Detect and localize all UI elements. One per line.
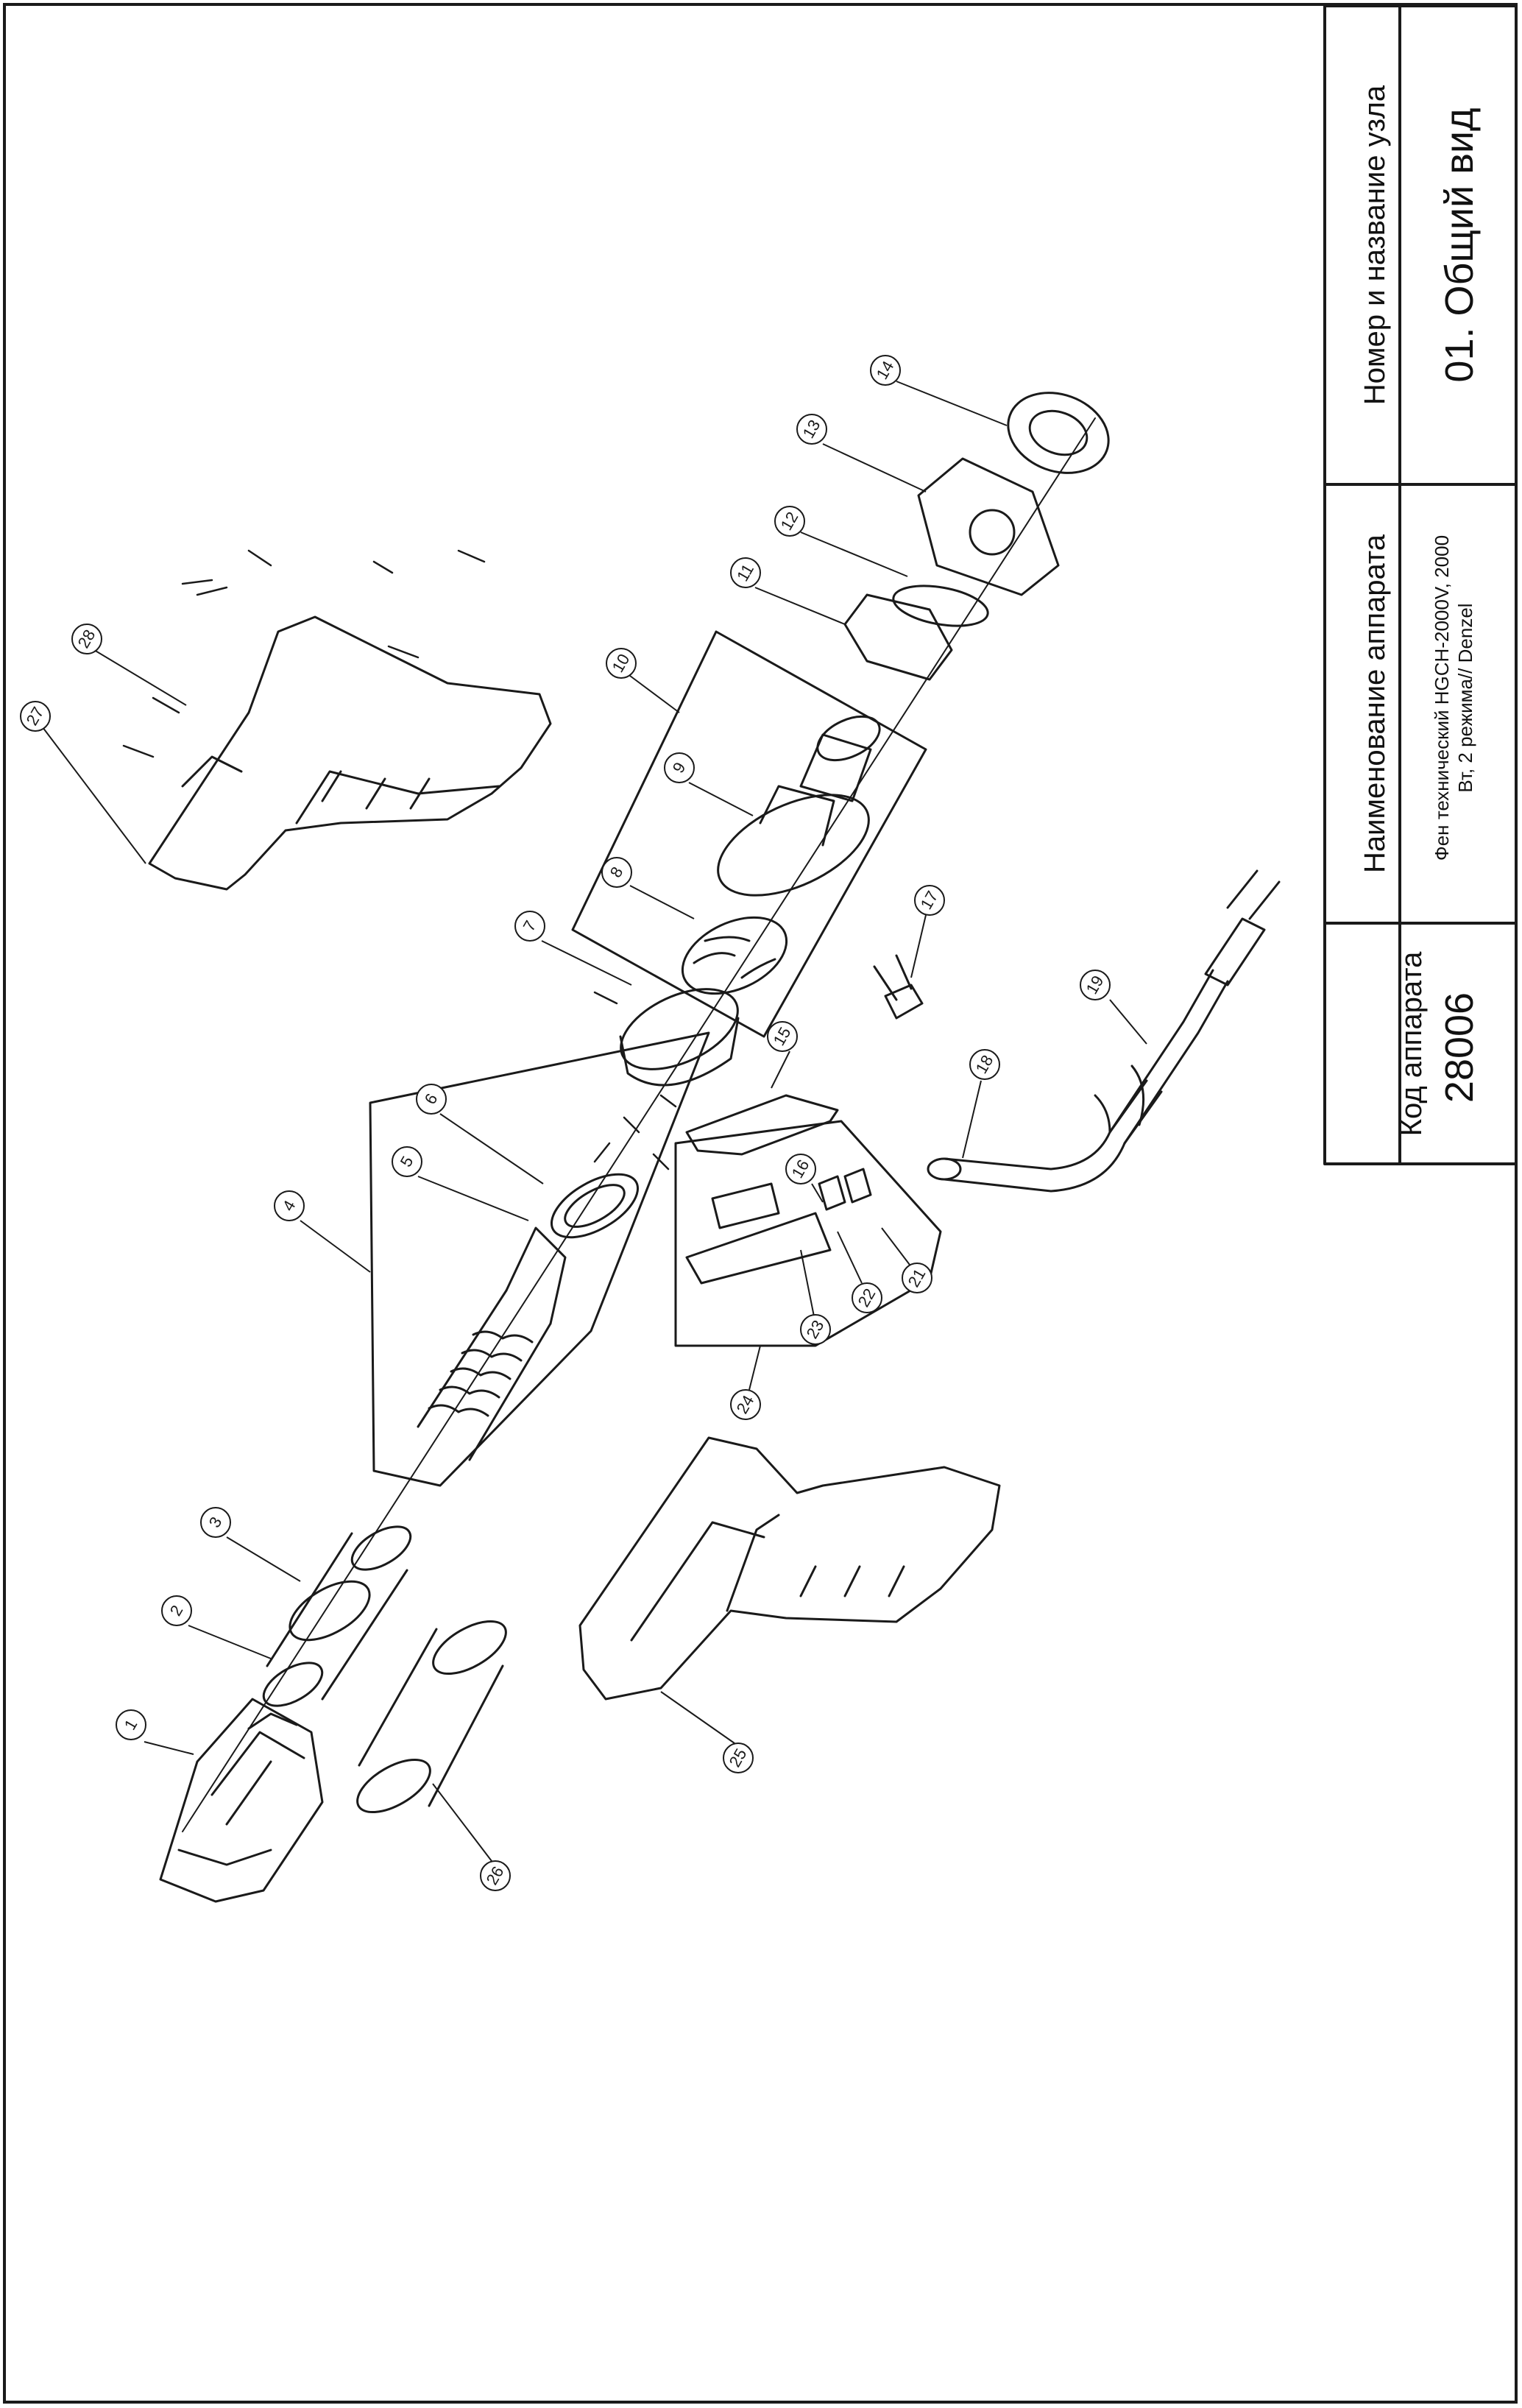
part-switch-block [843, 593, 953, 681]
part-rear-housing [917, 457, 1060, 596]
callout-13: 13 [796, 414, 827, 445]
header-device-code: Код аппарата [1395, 951, 1428, 1137]
callout-15: 15 [767, 1021, 798, 1052]
screws [122, 549, 677, 1171]
value-device-name: Фен технический HGCH-2000V, 2000 Вт, 2 р… [1430, 506, 1489, 889]
callout-circle [664, 752, 695, 783]
part-bracket [685, 1094, 839, 1156]
callout-28: 28 [71, 624, 102, 654]
part-power-cord [1094, 869, 1281, 1145]
callout-17: 17 [914, 885, 945, 916]
part-impeller [681, 916, 788, 995]
part-tube [262, 1525, 412, 1707]
title-block-frame [1323, 6, 1516, 1165]
callout-9: 9 [664, 752, 695, 783]
callout-3: 3 [200, 1507, 231, 1538]
callout-circle [416, 1084, 447, 1115]
part-housing-half-right [578, 1436, 1001, 1701]
callout-circle [785, 1154, 816, 1184]
value-device-name-line2: Вт, 2 режима// Denzel [1454, 603, 1476, 793]
callout-circle [730, 1389, 761, 1420]
callout-16: 16 [785, 1154, 816, 1184]
callout-12: 12 [774, 506, 805, 537]
callout-circle [200, 1507, 231, 1538]
callout-21: 21 [902, 1263, 932, 1293]
callout-circle [902, 1263, 932, 1293]
callout-circle [601, 857, 632, 888]
callout-circle [914, 885, 945, 916]
callout-circle [852, 1282, 882, 1313]
part-rear-grille [1007, 392, 1110, 474]
callout-bubbles: 1234567891011121314151617181921222324252… [20, 355, 1111, 1891]
heater-assembly-box [369, 1031, 710, 1487]
callout-18: 18 [969, 1049, 1000, 1080]
value-node-name: 01. Общий вид [1437, 107, 1482, 383]
header-device-name: Наименование аппарата [1359, 534, 1391, 873]
box-electronics-group [674, 1120, 942, 1347]
part-cable-sleeve [927, 1079, 1163, 1193]
part-shield-tube [356, 1620, 507, 1814]
callout-circle [480, 1860, 511, 1891]
callout-11: 11 [730, 557, 761, 588]
callout-circle [392, 1146, 422, 1177]
part-motor-bracket [717, 785, 870, 897]
callout-22: 22 [852, 1282, 882, 1313]
callout-circle [116, 1709, 146, 1740]
part-plate [892, 585, 989, 627]
box-motor-group [571, 630, 927, 1038]
callout-circle [20, 701, 51, 732]
callout-circle [870, 355, 901, 386]
callout-24: 24 [730, 1389, 761, 1420]
callout-circle [606, 648, 637, 679]
value-device-name-line1: Фен технический HGCH-2000V, 2000 [1431, 534, 1453, 861]
callout-circle [1080, 970, 1111, 1000]
callout-26: 26 [480, 1860, 511, 1891]
callout-circle [161, 1595, 192, 1626]
callout-circle [71, 624, 102, 654]
callout-circle [969, 1049, 1000, 1080]
callout-5: 5 [392, 1146, 422, 1177]
callout-circle [800, 1314, 831, 1345]
callout-25: 25 [723, 1743, 754, 1773]
part-housing-half-left [148, 615, 552, 891]
part-nozzle [159, 1698, 324, 1903]
value-device-code: 28006 [1437, 992, 1482, 1104]
callout-1: 1 [116, 1709, 146, 1740]
callout-4: 4 [274, 1190, 305, 1221]
part-motor [799, 715, 881, 802]
callout-circle [730, 557, 761, 588]
callout-23: 23 [800, 1314, 831, 1345]
callout-circle [774, 506, 805, 537]
callout-circle [514, 911, 545, 942]
callout-19: 19 [1080, 970, 1111, 1000]
part-fan-housing [619, 988, 740, 1087]
part-terminal [873, 954, 924, 1020]
header-node-name: Номер и название узла [1359, 85, 1391, 406]
leader-lines [42, 381, 1147, 1862]
callout-6: 6 [416, 1084, 447, 1115]
callout-circle [796, 414, 827, 445]
exploded-view-diagram: 1234567891011121314151617181921222324252… [20, 6, 1516, 1903]
callout-circle [767, 1021, 798, 1052]
part-heater-coil [417, 1173, 640, 1461]
assembly-axis [182, 417, 1096, 1832]
callout-7: 7 [514, 911, 545, 942]
callout-circle [723, 1743, 754, 1773]
callout-14: 14 [870, 355, 901, 386]
callout-10: 10 [606, 648, 637, 679]
callout-circle [274, 1190, 305, 1221]
callout-27: 27 [20, 701, 51, 732]
callout-2: 2 [161, 1595, 192, 1626]
callout-8: 8 [601, 857, 632, 888]
